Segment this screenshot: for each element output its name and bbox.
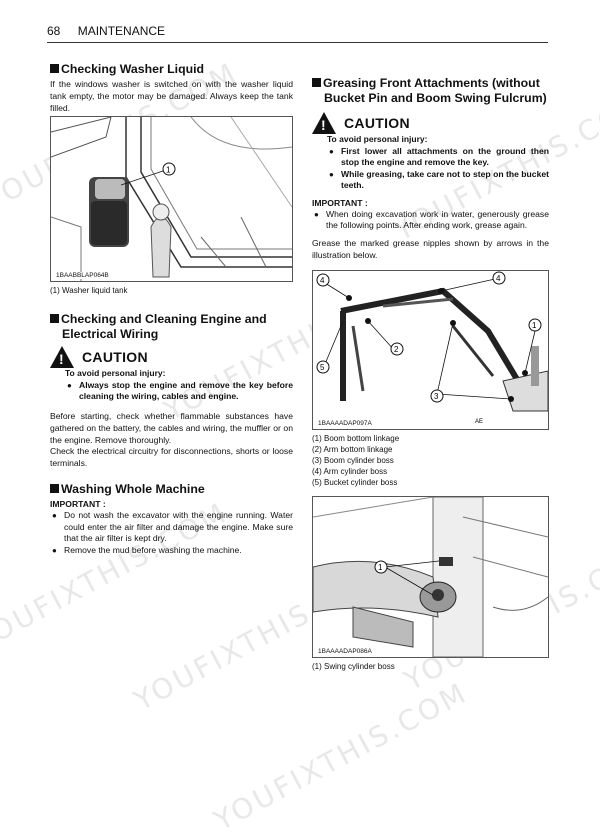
caption-line: (1) Boom bottom linkage — [312, 433, 400, 443]
figure-code: 1BAABBLAP064B — [54, 272, 111, 280]
list-item: Always stop the engine and remove the ke… — [65, 380, 293, 403]
caption-line: (2) Arm bottom linkage — [312, 444, 393, 454]
warning-triangle-icon — [312, 112, 336, 134]
figure-mark: AE — [475, 419, 483, 425]
page-number: 68 — [47, 24, 61, 38]
swing-cylinder-figure: 1 1BAAAADAP086A — [312, 495, 549, 658]
list-item: When doing excavation work in water, gen… — [312, 209, 549, 232]
engine-text-2: Check the electrical circuitry for disco… — [50, 446, 293, 469]
washer-heading: Checking Washer Liquid — [50, 62, 293, 77]
left-column: Checking Washer Liquid If the windows wa… — [50, 62, 293, 556]
watermark: YOUFIXTHIS.COM — [208, 675, 474, 837]
callout-number: 1 — [378, 563, 383, 572]
figure-code: 1BAAAADAP086A — [316, 647, 374, 655]
washing-list: Do not wash the excavator with the engin… — [50, 510, 293, 556]
greasing-text: Grease the marked grease nipples shown b… — [312, 238, 549, 260]
square-bullet-icon — [312, 78, 321, 87]
important-list: When doing excavation work in water, gen… — [312, 209, 549, 232]
caution-banner: CAUTION — [312, 112, 549, 134]
list-item: While greasing, take care not to step on… — [327, 169, 549, 192]
important-label: IMPORTANT : — [312, 197, 368, 208]
list-item: First lower all attachments on the groun… — [327, 146, 549, 169]
callout-number: 3 — [434, 392, 439, 401]
figure-code: 1BAAAADAP097A — [316, 419, 374, 427]
callout-number: 5 — [320, 363, 325, 372]
callout-number: 4 — [320, 276, 325, 285]
greasing-captions: (1) Boom bottom linkage (2) Arm bottom l… — [312, 433, 549, 488]
washer-tank-figure: 1 1BAABBLAP064B — [50, 116, 293, 283]
square-bullet-icon — [50, 314, 59, 324]
important-label: IMPORTANT : — [50, 499, 106, 510]
caution-list: Always stop the engine and remove the ke… — [65, 380, 293, 403]
washing-heading: Washing Whole Machine — [50, 482, 293, 497]
caution-label: CAUTION — [82, 349, 148, 366]
callout-number: 2 — [394, 345, 399, 354]
caption-line: (5) Bucket cylinder boss — [312, 477, 398, 487]
washer-text: If the windows washer is switched on wit… — [50, 79, 293, 113]
avoid-injury-text: To avoid personal injury: — [65, 368, 166, 379]
caution-banner: CAUTION — [50, 346, 293, 369]
list-item: Do not wash the excavator with the engin… — [50, 510, 293, 545]
swing-caption: (1) Swing cylinder boss — [312, 661, 395, 671]
warning-triangle-icon — [50, 346, 74, 369]
section-title: MAINTENANCE — [77, 24, 166, 38]
page-header: 68 MAINTENANCE — [47, 24, 548, 43]
caution-label: CAUTION — [344, 115, 410, 131]
list-item: Remove the mud before washing the machin… — [50, 545, 293, 557]
engine-text-1: Before starting, check whether flammable… — [50, 411, 293, 445]
swing-cylinder-illustration: 1 — [313, 496, 548, 657]
caption-line: (4) Arm cylinder boss — [312, 466, 388, 476]
caution-list: First lower all attachments on the groun… — [327, 146, 549, 192]
front-attachment-illustration: 4 4 1 2 3 5 AE — [316, 271, 548, 425]
washer-tank-illustration: 1 — [51, 117, 292, 282]
callout-number: 1 — [166, 166, 171, 175]
square-bullet-icon — [50, 484, 59, 494]
caption-line: (3) Boom cylinder boss — [312, 455, 394, 465]
washer-caption: (1) Washer liquid tank — [50, 286, 128, 296]
avoid-injury-text: To avoid personal injury: — [327, 134, 428, 144]
front-attachment-figure: 4 4 1 2 3 5 AE 1BAAAADAP097A — [312, 269, 549, 430]
callout-number: 4 — [496, 274, 501, 283]
square-bullet-icon — [50, 64, 59, 73]
callout-number: 1 — [532, 321, 537, 330]
